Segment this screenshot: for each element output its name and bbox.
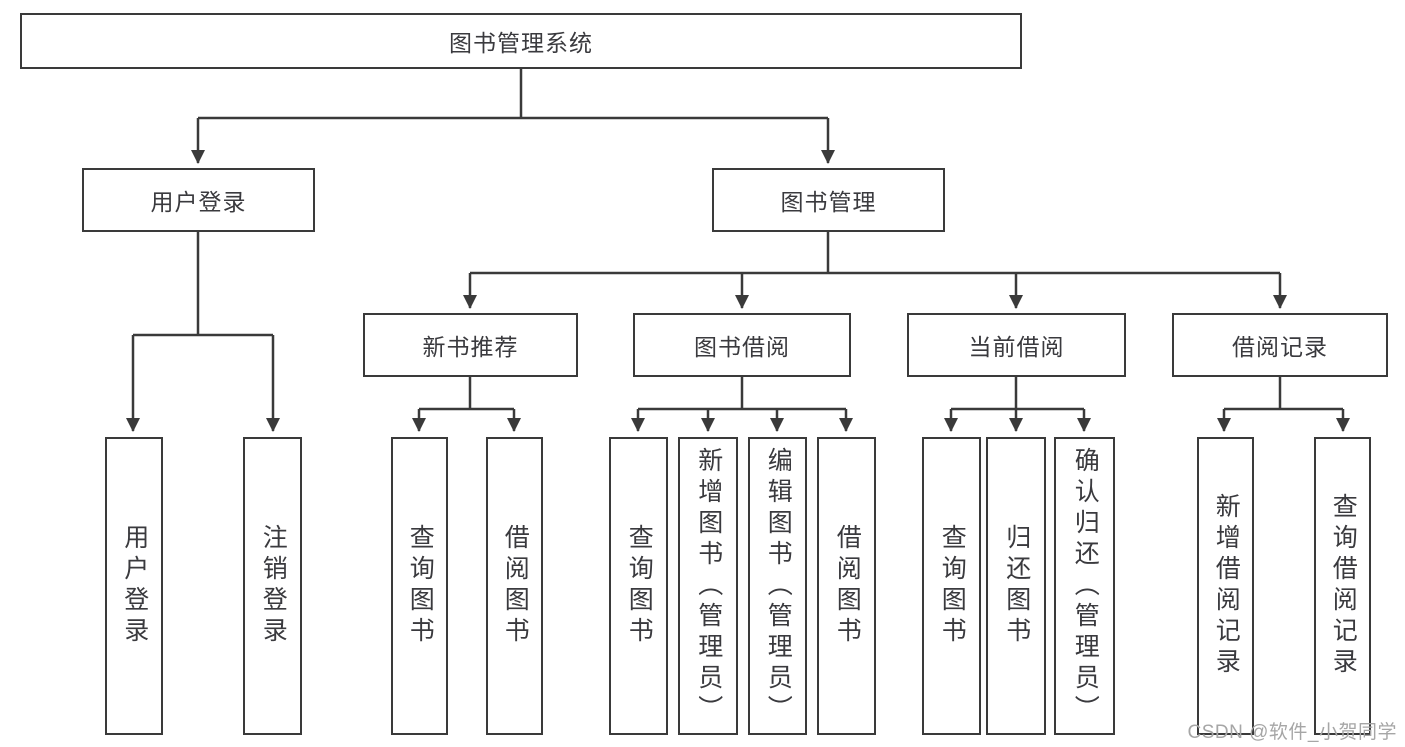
node-borrow-record: 借阅记录 — [1172, 313, 1388, 377]
node-user-login-label: 用户登录 — [150, 189, 247, 215]
node-user-login: 用户登录 — [82, 168, 315, 232]
watermark: CSDN @软件_小贺同学 — [1187, 722, 1397, 743]
node-book-borrow-label: 图书借阅 — [694, 334, 790, 360]
leaf-query-book-2: 查询图书 — [609, 437, 668, 735]
leaf-add-borrow-record: 新增借阅记录 — [1197, 437, 1254, 735]
leaf-query-borrow-record-label: 查询借阅记录 — [1329, 493, 1358, 679]
node-current-borrow: 当前借阅 — [907, 313, 1126, 377]
branch-borrow-record — [1217, 377, 1350, 432]
node-root-system: 图书管理系统 — [20, 13, 1022, 69]
leaf-edit-book-admin-label: 编辑图书（管理员） — [764, 446, 793, 726]
leaf-query-book-3-label: 查询图书 — [938, 524, 967, 648]
leaf-logout-label: 注销登录 — [259, 524, 288, 648]
leaf-edit-book-admin: 编辑图书（管理员） — [748, 437, 807, 735]
branch-new-book — [412, 377, 521, 432]
leaf-query-borrow-record: 查询借阅记录 — [1314, 437, 1371, 735]
node-borrow-record-label: 借阅记录 — [1232, 334, 1328, 360]
leaf-add-book-admin: 新增图书（管理员） — [678, 437, 738, 735]
leaf-user-login: 用户登录 — [105, 437, 163, 735]
leaf-add-book-admin-label: 新增图书（管理员） — [694, 446, 723, 726]
branch-current-borrow — [944, 377, 1091, 432]
node-new-book-recommend-label: 新书推荐 — [422, 334, 519, 360]
leaf-query-book-1: 查询图书 — [391, 437, 448, 735]
node-book-management-label: 图书管理 — [780, 189, 877, 215]
node-book-borrow: 图书借阅 — [633, 313, 851, 377]
leaf-add-borrow-record-label: 新增借阅记录 — [1212, 493, 1241, 679]
leaf-borrow-book-1-label: 借阅图书 — [501, 524, 530, 648]
node-root-label: 图书管理系统 — [449, 30, 593, 56]
leaf-confirm-return-admin-label: 确认归还（管理员） — [1071, 446, 1100, 726]
branch-root — [191, 69, 835, 164]
leaf-query-book-1-label: 查询图书 — [406, 524, 435, 648]
leaf-return-book: 归还图书 — [986, 437, 1046, 735]
leaf-borrow-book-1: 借阅图书 — [486, 437, 543, 735]
branch-book-management — [463, 232, 1287, 309]
leaf-confirm-return-admin: 确认归还（管理员） — [1054, 437, 1115, 735]
leaf-borrow-book-2: 借阅图书 — [817, 437, 876, 735]
leaf-return-book-label: 归还图书 — [1002, 524, 1031, 648]
node-new-book-recommend: 新书推荐 — [363, 313, 578, 377]
node-book-management: 图书管理 — [712, 168, 945, 232]
leaf-query-book-2-label: 查询图书 — [625, 524, 654, 648]
leaf-user-login-label: 用户登录 — [120, 524, 149, 648]
branch-book-borrow — [631, 377, 853, 432]
leaf-query-book-3: 查询图书 — [922, 437, 981, 735]
leaf-logout: 注销登录 — [243, 437, 302, 735]
leaf-borrow-book-2-label: 借阅图书 — [833, 524, 862, 648]
branch-user-login — [126, 232, 280, 432]
node-current-borrow-label: 当前借阅 — [968, 334, 1065, 360]
